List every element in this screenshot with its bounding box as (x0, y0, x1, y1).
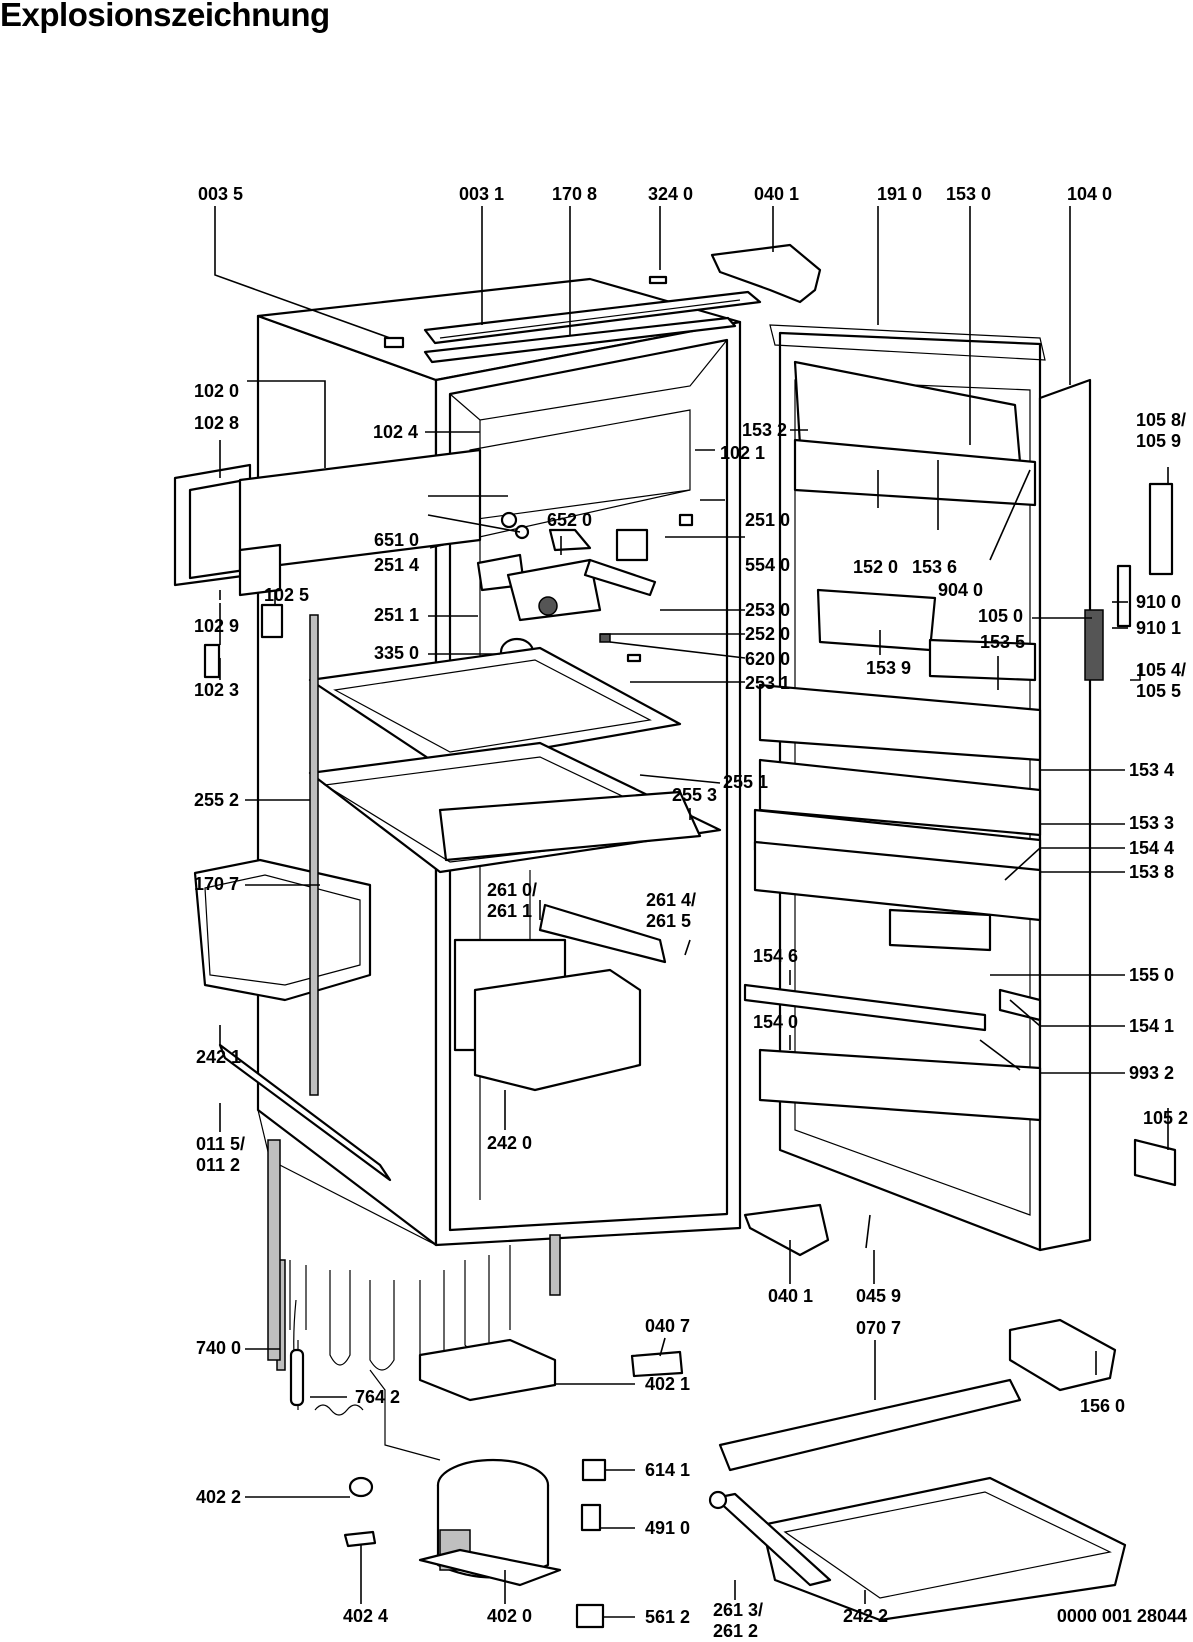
crisper-drawers (193, 858, 667, 1092)
part-label-003-1: 003 1 (459, 184, 505, 204)
part-label-040-7: 040 7 (645, 1316, 691, 1336)
part-label-251-1: 251 1 (374, 605, 420, 625)
part-label-154-1: 154 1 (1129, 1016, 1175, 1036)
part-label-102-4: 102 4 (373, 422, 419, 442)
part-label-102-5: 102 5 (264, 585, 310, 605)
part-label-904-0: 904 0 (938, 580, 984, 600)
part-label-242-2: 242 2 (843, 1606, 889, 1626)
part-label-153-5: 153 5 (980, 632, 1026, 652)
part-label-105-0: 105 0 (978, 606, 1024, 626)
cabinet-side-parts (218, 614, 392, 1361)
part-label-255-3: 255 3 (672, 785, 718, 805)
part-label-104-0: 104 0 (1067, 184, 1113, 204)
part-label-154-0: 154 0 (753, 1012, 799, 1032)
part-label-153-0: 153 0 (946, 184, 992, 204)
part-label-045-9: 045 9 (856, 1286, 902, 1306)
part-label-261-3-2: 261 3/ 261 2 (713, 1600, 764, 1641)
part-label-335-0: 335 0 (374, 643, 420, 663)
part-label-155-0: 155 0 (1129, 965, 1175, 985)
part-label-402-4: 402 4 (343, 1606, 389, 1626)
part-label-402-0: 402 0 (487, 1606, 533, 1626)
part-label-251-4: 251 4 (374, 555, 420, 575)
bottom-parts (343, 1203, 1127, 1629)
part-label-102-3: 102 3 (194, 680, 240, 700)
part-label-170-7: 170 7 (194, 874, 240, 894)
part-label-170-8: 170 8 (552, 184, 598, 204)
part-label-255-1: 255 1 (723, 772, 769, 792)
top-hinge (710, 243, 822, 304)
part-label-910-0: 910 0 (1136, 592, 1182, 612)
part-label-105-2: 105 2 (1143, 1108, 1189, 1128)
part-label-255-2: 255 2 (194, 790, 240, 810)
part-label-153-8: 153 8 (1129, 862, 1175, 882)
part-label-105-4-5: 105 4/ 105 5 (1136, 660, 1187, 701)
part-label-242-0: 242 0 (487, 1133, 533, 1153)
part-label-070-7: 070 7 (856, 1318, 902, 1338)
part-label-253-1: 253 1 (745, 673, 791, 693)
part-label-740-0: 740 0 (196, 1338, 242, 1358)
part-label-102-0: 102 0 (194, 381, 240, 401)
part-label-105-8-9: 105 8/ 105 9 (1136, 410, 1187, 451)
document-number: 0000 001 28044 (1056, 1606, 1187, 1626)
part-label-491-0: 491 0 (645, 1518, 691, 1538)
evaporator-cover (173, 448, 482, 679)
part-label-253-0: 253 0 (745, 600, 791, 620)
part-label-764-2: 764 2 (355, 1387, 401, 1407)
part-label-154-6: 154 6 (753, 946, 799, 966)
part-label-252-0: 252 0 (745, 624, 791, 644)
glass-shelves (308, 646, 722, 990)
part-label-153-4: 153 4 (1129, 760, 1175, 780)
part-label-652-0: 652 0 (547, 510, 593, 530)
part-label-003-5: 003 5 (198, 184, 244, 204)
part-label-910-1: 910 1 (1136, 618, 1182, 638)
part-label-153-9: 153 9 (866, 658, 912, 678)
part-label-261-0-1: 261 0/ 261 1 (487, 880, 538, 921)
part-label-993-2: 993 2 (1129, 1063, 1175, 1083)
page-title: Explosionszeichnung (0, 0, 330, 33)
part-label-324-0: 324 0 (648, 184, 694, 204)
part-label-040-1-bottom: 040 1 (768, 1286, 814, 1306)
part-label-153-6: 153 6 (912, 557, 958, 577)
part-label-251-0: 251 0 (745, 510, 791, 530)
leader-lines (214, 206, 1169, 1618)
part-label-153-2: 153 2 (742, 420, 788, 440)
part-label-011-5-2: 011 5/ 011 2 (196, 1134, 246, 1175)
part-label-040-1-top: 040 1 (754, 184, 800, 204)
part-label-153-3: 153 3 (1129, 813, 1175, 833)
part-label-242-1: 242 1 (196, 1047, 242, 1067)
part-label-261-4-5: 261 4/ 261 5 (646, 890, 697, 931)
part-label-614-1: 614 1 (645, 1460, 691, 1480)
part-label-402-2: 402 2 (196, 1487, 242, 1507)
part-label-561-2: 561 2 (645, 1607, 691, 1627)
part-label-191-0: 191 0 (877, 184, 923, 204)
fridge-door (743, 324, 1177, 1252)
part-label-102-9: 102 9 (194, 616, 240, 636)
part-label-402-1: 402 1 (645, 1374, 691, 1394)
part-label-102-1: 102 1 (720, 443, 766, 463)
part-label-651-0: 651 0 (374, 530, 420, 550)
part-label-152-0: 152 0 (853, 557, 899, 577)
part-label-620-0: 620 0 (745, 649, 791, 669)
part-label-156-0: 156 0 (1080, 1396, 1126, 1416)
part-label-154-4: 154 4 (1129, 838, 1175, 858)
part-label-554-0: 554 0 (745, 555, 791, 575)
part-label-102-8: 102 8 (194, 413, 240, 433)
